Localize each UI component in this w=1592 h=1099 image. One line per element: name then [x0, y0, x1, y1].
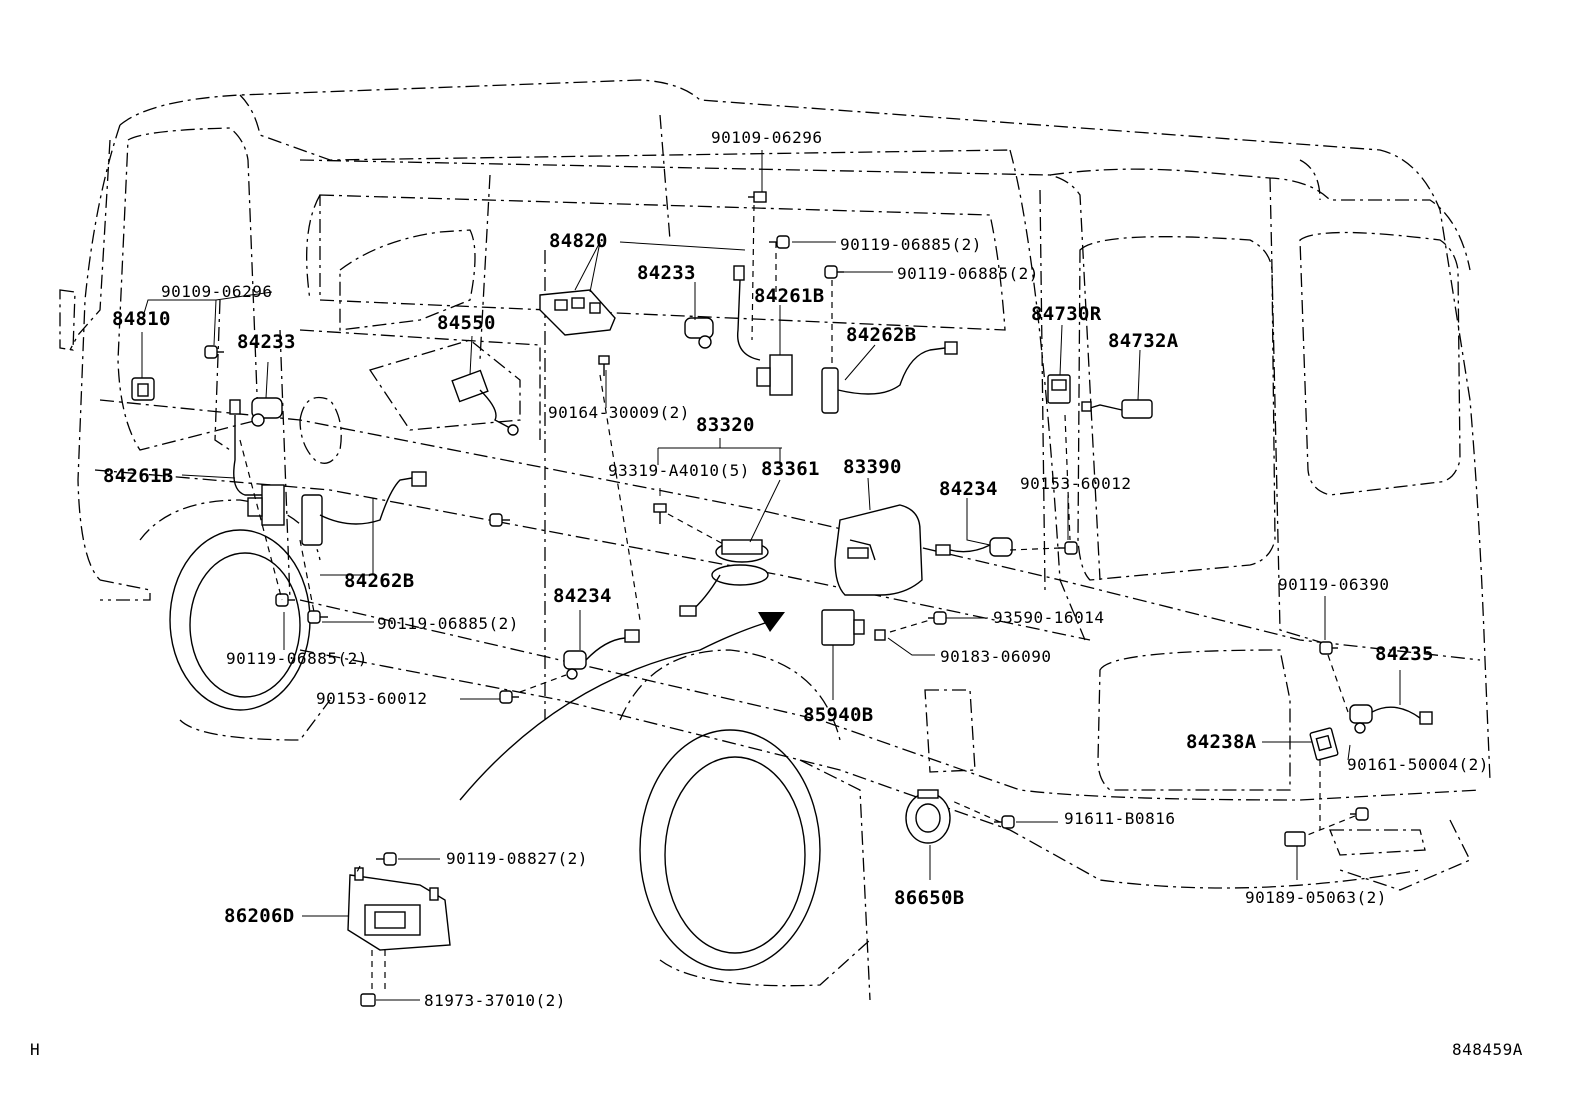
label-90164-30009: 90164-30009(2)	[548, 403, 690, 422]
label-84235: 84235	[1375, 643, 1434, 665]
leader-lines	[141, 150, 1401, 1001]
rear-wheel	[619, 649, 871, 1001]
label-90119-06885-a: 90119-06885(2)	[840, 235, 982, 254]
label-84234-center: 84234	[553, 585, 612, 607]
label-84234-right: 84234	[939, 478, 998, 500]
part-84730R-switch	[1047, 374, 1071, 404]
part-84262B-center	[821, 341, 958, 414]
label-83320: 83320	[696, 414, 755, 436]
label-90119-08827: 90119-08827(2)	[446, 849, 588, 868]
label-84810: 84810	[112, 308, 171, 330]
label-84262B-center: 84262B	[846, 324, 917, 346]
label-84261B-left: 84261B	[103, 465, 174, 487]
part-84233-center	[684, 265, 745, 349]
bolts	[204, 191, 1369, 1007]
part-84234-right	[935, 537, 1013, 557]
part-84235	[1349, 704, 1433, 734]
footer-diagram-code: 848459A	[1452, 1040, 1523, 1059]
label-83390: 83390	[843, 456, 902, 478]
label-90119-06885-d: 90119-06885(2)	[226, 649, 368, 668]
part-84732A	[1081, 399, 1153, 419]
footer-left-code: H	[30, 1040, 41, 1059]
label-90119-06885-b: 90119-06885(2)	[897, 264, 1039, 283]
label-84550: 84550	[437, 312, 496, 334]
label-84262B-left: 84262B	[344, 570, 415, 592]
label-91611-B0816: 91611-B0816	[1064, 809, 1176, 828]
label-90189-05063: 90189-05063(2)	[1245, 888, 1387, 907]
label-86650B: 86650B	[894, 887, 965, 909]
van-body-outline	[59, 79, 1491, 891]
label-84233-left: 84233	[237, 331, 296, 353]
label-81973-37010: 81973-37010(2)	[424, 991, 566, 1010]
part-84238A	[1309, 727, 1339, 761]
label-93590-16014: 93590-16014	[993, 608, 1105, 627]
part-84550	[451, 369, 519, 436]
part-83361-fuel-sender	[679, 539, 769, 617]
part-84262B-left	[301, 471, 427, 546]
label-84730R: 84730R	[1031, 303, 1102, 325]
part-84810-switch	[131, 377, 155, 401]
label-84732A: 84732A	[1108, 330, 1179, 352]
part-86206D-ecu	[347, 867, 451, 951]
part-85940B-relay	[821, 609, 886, 646]
label-90161-50004: 90161-50004(2)	[1347, 755, 1489, 774]
label-86206D: 86206D	[224, 905, 295, 927]
label-90119-06885-c: 90119-06885(2)	[377, 614, 519, 633]
label-84820: 84820	[549, 230, 608, 252]
part-90189-bracket	[1284, 831, 1306, 847]
label-90153-60012-left: 90153-60012	[316, 689, 428, 708]
label-83361: 83361	[761, 458, 820, 480]
label-90119-06390: 90119-06390	[1278, 575, 1390, 594]
label-90153-60012-right: 90153-60012	[1020, 474, 1132, 493]
label-93319-A4010: 93319-A4010(5)	[608, 461, 750, 480]
label-84238A: 84238A	[1186, 731, 1257, 753]
part-84261B-center	[736, 279, 793, 396]
part-83390	[834, 504, 923, 596]
label-85940B: 85940B	[803, 704, 874, 726]
part-86650B-horn	[905, 789, 951, 844]
label-84233-center: 84233	[637, 262, 696, 284]
label-90109-06296-top: 90109-06296	[711, 128, 823, 147]
part-84261B-left	[233, 415, 285, 526]
label-90183-06090: 90183-06090	[940, 647, 1052, 666]
direction-arrow	[459, 612, 785, 801]
label-90109-06296-left: 90109-06296	[161, 282, 273, 301]
part-84234-center	[563, 629, 640, 680]
part-84233-left	[229, 397, 283, 427]
part-84820	[539, 289, 616, 336]
label-84261B-center: 84261B	[754, 285, 825, 307]
